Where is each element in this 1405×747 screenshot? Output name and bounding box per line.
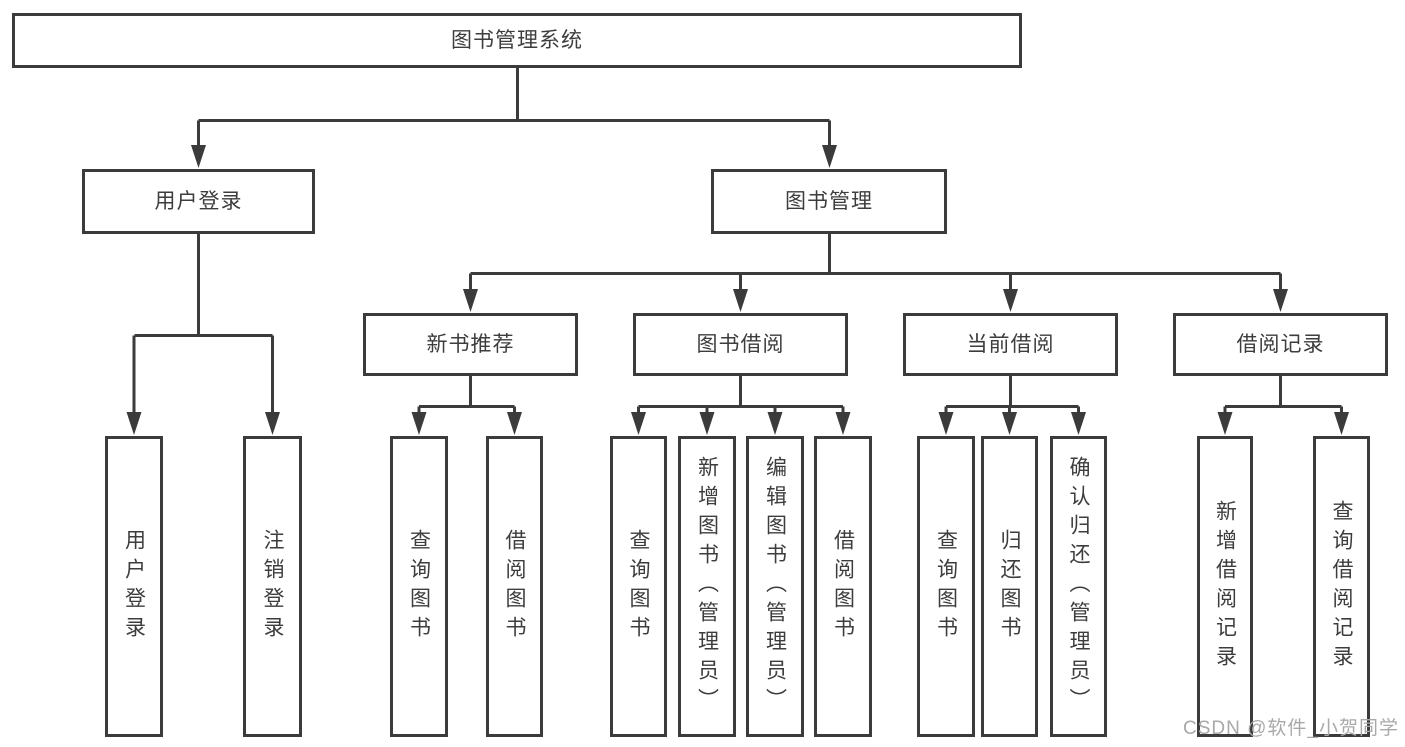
leaf-borrow-book: 借阅图书 xyxy=(814,436,872,737)
node-book-borrowing: 图书借阅 xyxy=(633,313,848,376)
leaf-query-book-recommend: 查询图书 xyxy=(390,436,448,737)
csdn-watermark: CSDN @软件_小贺同学 xyxy=(1183,718,1399,739)
leaf-logout: 注销登录 xyxy=(243,436,302,737)
leaf-query-book-borrowing: 查询图书 xyxy=(610,436,667,737)
node-book-management-branch: 图书管理 xyxy=(711,169,947,234)
leaf-return-book: 归还图书 xyxy=(981,436,1038,737)
leaf-add-borrow-record: 新增借阅记录 xyxy=(1197,436,1253,737)
node-user-login-branch: 用户登录 xyxy=(82,169,315,234)
leaf-query-book-current: 查询图书 xyxy=(917,436,975,737)
node-root-system: 图书管理系统 xyxy=(12,13,1022,68)
leaf-confirm-return-admin: 确认归还（管理员） xyxy=(1050,436,1107,737)
node-borrow-records: 借阅记录 xyxy=(1173,313,1388,376)
leaf-query-borrow-record: 查询借阅记录 xyxy=(1313,436,1370,737)
node-new-book-recommend: 新书推荐 xyxy=(363,313,578,376)
leaf-user-login: 用户登录 xyxy=(105,436,163,737)
node-current-borrowing: 当前借阅 xyxy=(903,313,1118,376)
leaf-add-book-admin: 新增图书（管理员） xyxy=(678,436,736,737)
leaf-borrow-book-recommend: 借阅图书 xyxy=(486,436,543,737)
leaf-edit-book-admin: 编辑图书（管理员） xyxy=(746,436,804,737)
